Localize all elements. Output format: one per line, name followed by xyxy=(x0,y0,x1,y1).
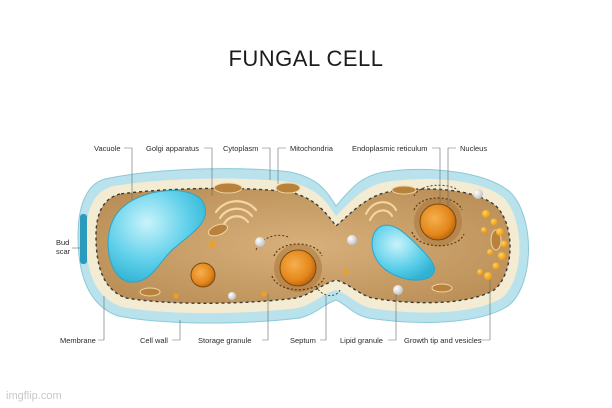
leader-lines xyxy=(72,147,491,341)
nucleus-bud xyxy=(411,197,465,247)
vacuole-bud xyxy=(371,224,436,281)
label-septum: Septum xyxy=(290,336,316,345)
watermark: imgflip.com xyxy=(6,390,62,402)
label-nucleus: Nucleus xyxy=(460,144,488,153)
bud-scar xyxy=(80,214,87,264)
golgi-apparatus-bud xyxy=(365,201,397,221)
lipid-granules xyxy=(228,189,483,300)
label-cytoplasm: Cytoplasm xyxy=(223,144,259,153)
label-lipid-granule: Lipid granule xyxy=(340,336,383,345)
label-cell-wall: Cell wall xyxy=(140,336,168,345)
label-golgi-apparatus: Golgi apparatus xyxy=(146,144,199,153)
label-bud-scar-line2: scar xyxy=(56,247,71,256)
storage-granule-large xyxy=(190,262,216,288)
label-mitochondria: Mitochondria xyxy=(290,144,333,153)
golgi-apparatus xyxy=(214,200,258,226)
growth-tip-vesicles xyxy=(477,210,508,280)
mitochondria xyxy=(139,182,502,297)
membrane xyxy=(95,187,511,304)
label-bud-scar-line1: Bud xyxy=(56,238,70,247)
label-membrane: Membrane xyxy=(60,336,96,345)
nucleus-mother xyxy=(271,243,325,292)
endoplasmic-reticulum xyxy=(255,184,459,296)
label-storage-granule: Storage granule xyxy=(198,336,252,345)
diagram-title: FUNGAL CELL xyxy=(228,46,384,71)
label-vacuole: Vacuole xyxy=(94,144,121,153)
label-endoplasmic-reticulum: Endoplasmic reticulum xyxy=(352,144,428,153)
storage-granules xyxy=(173,241,349,299)
label-growth-tip-and-vesicles: Growth tip and vesicles xyxy=(404,336,482,345)
vacuole xyxy=(107,190,207,283)
